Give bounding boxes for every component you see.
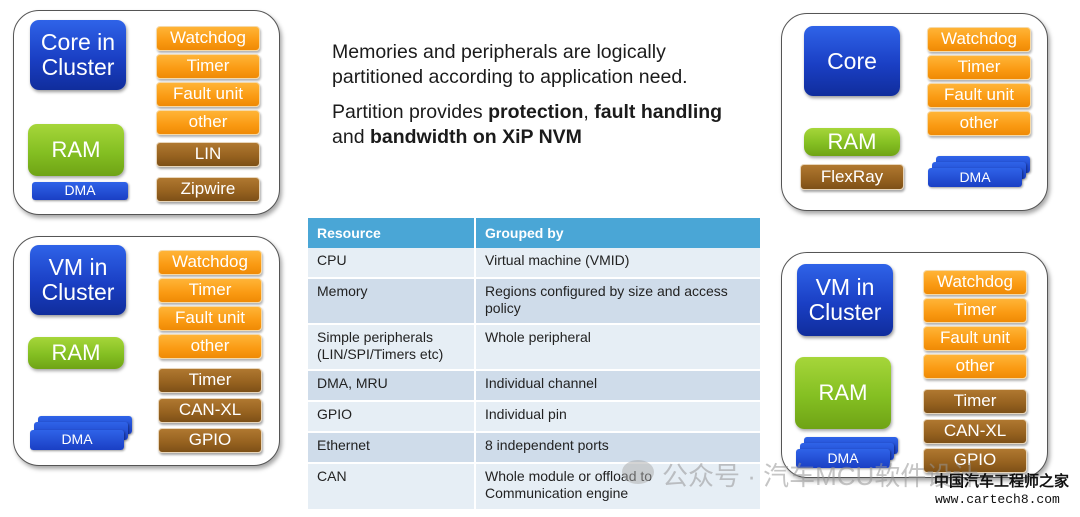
ram-block: RAM — [804, 128, 900, 156]
fault-unit-block: Fault unit — [156, 82, 260, 107]
core-in-cluster-block: Core in Cluster — [30, 20, 126, 90]
lin-block: LIN — [156, 142, 260, 167]
fault-unit-block: Fault unit — [923, 326, 1027, 351]
table-row: CAN Whole module or offload to Communica… — [308, 462, 760, 509]
header-grouped-by: Grouped by — [475, 218, 760, 248]
other-block: other — [156, 110, 260, 135]
intro-partition-text: Partition provides protection, fault han… — [332, 101, 723, 148]
table-row: Ethernet 8 independent ports — [308, 431, 760, 463]
table-row: CPU Virtual machine (VMID) — [308, 248, 760, 278]
timer-block: Timer — [923, 298, 1027, 323]
cell-grouped-by: Individual pin — [475, 400, 760, 432]
intro-line-1: Memories and peripherals are logically — [332, 41, 666, 63]
cell-resource: DMA, MRU — [308, 369, 476, 401]
ram-block: RAM — [795, 357, 891, 429]
can-xl-block: CAN-XL — [158, 398, 262, 423]
vm-in-cluster-block: VM in Cluster — [797, 264, 893, 336]
vm-in-cluster-block: VM in Cluster — [30, 245, 126, 315]
dma-block: DMA — [928, 168, 1022, 187]
timer-brown-block: Timer — [923, 389, 1027, 414]
timer-brown-block: Timer — [158, 368, 262, 393]
table-header-row: Resource Grouped by — [308, 218, 760, 248]
table-row: DMA, MRU Individual channel — [308, 369, 760, 401]
cell-resource: CAN — [308, 462, 476, 509]
dma-block: DMA — [30, 430, 124, 450]
intro-text: Memories and peripherals are logically p… — [332, 40, 732, 150]
watchdog-block: Watchdog — [923, 270, 1027, 295]
fault-unit-block: Fault unit — [927, 83, 1031, 108]
table-row: Memory Regions configured by size and ac… — [308, 277, 760, 324]
gpio-block: GPIO — [923, 448, 1027, 473]
ram-block: RAM — [28, 124, 124, 176]
core-block: Core — [804, 26, 900, 96]
cell-grouped-by: Regions configured by size and access po… — [475, 277, 760, 324]
header-resource: Resource — [308, 218, 476, 248]
watchdog-block: Watchdog — [156, 26, 260, 51]
other-block: other — [923, 354, 1027, 379]
dma-block: DMA — [796, 449, 890, 468]
timer-block: Timer — [156, 54, 260, 79]
timer-block: Timer — [158, 278, 262, 303]
watchdog-block: Watchdog — [158, 250, 262, 275]
ram-block: RAM — [28, 337, 124, 369]
cell-grouped-by: Virtual machine (VMID) — [475, 248, 760, 278]
site-url-watermark: www.cartech8.com — [935, 492, 1060, 507]
other-block: other — [927, 111, 1031, 136]
other-block: other — [158, 334, 262, 359]
resource-table: Resource Grouped by CPU Virtual machine … — [308, 218, 760, 509]
cell-resource: Ethernet — [308, 431, 476, 463]
wechat-watermark: 公众号 · 汽车MCU软件设计 — [662, 461, 979, 491]
cell-grouped-by: Whole module or offload to Communication… — [475, 462, 760, 509]
dma-block: DMA — [32, 182, 128, 200]
cell-grouped-by: Whole peripheral — [475, 323, 760, 370]
table-row: GPIO Individual pin — [308, 400, 760, 432]
cell-resource: CPU — [308, 248, 476, 278]
cell-grouped-by: 8 independent ports — [475, 431, 760, 463]
site-name-watermark: 中国汽车工程师之家 — [934, 474, 1070, 490]
fault-unit-block: Fault unit — [158, 306, 262, 331]
zipwire-block: Zipwire — [156, 177, 260, 202]
timer-block: Timer — [927, 55, 1031, 80]
cell-resource: Simple peripherals (LIN/SPI/Timers etc) — [308, 323, 476, 370]
table-row: Simple peripherals (LIN/SPI/Timers etc) … — [308, 323, 760, 370]
cell-grouped-by: Individual channel — [475, 369, 760, 401]
gpio-block: GPIO — [158, 428, 262, 453]
cell-resource: GPIO — [308, 400, 476, 432]
can-xl-block: CAN-XL — [923, 419, 1027, 444]
watchdog-block: Watchdog — [927, 27, 1031, 52]
intro-line-2: partitioned according to application nee… — [332, 66, 688, 88]
wechat-icon — [622, 460, 654, 484]
flexray-block: FlexRay — [800, 164, 904, 190]
cell-resource: Memory — [308, 277, 476, 324]
